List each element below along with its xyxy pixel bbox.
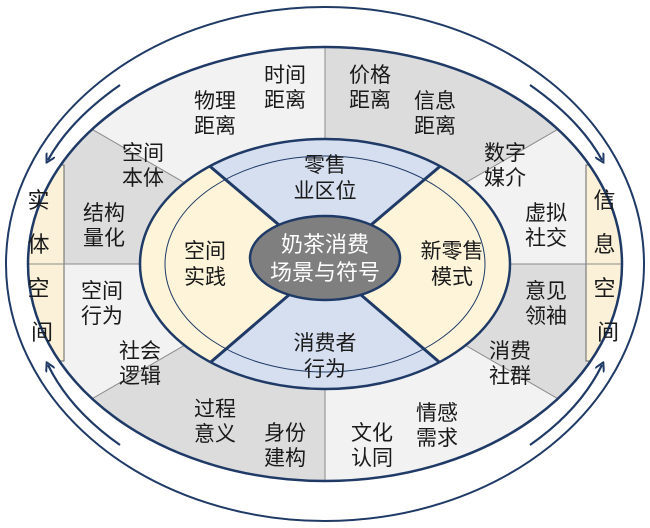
middle-quadrant-bottom bbox=[140, 264, 510, 389]
middle-ellipse-border bbox=[138, 137, 512, 391]
label-time-distance: 时间距离 bbox=[264, 63, 306, 112]
label-digital-media: 数字媒介 bbox=[484, 141, 526, 190]
label-cultural-identity: 文化认同 bbox=[351, 421, 393, 470]
label-social-logic: 社会逻辑 bbox=[119, 339, 161, 388]
middle-quadrant-top bbox=[140, 139, 510, 264]
label-process-meaning: 过程意义 bbox=[194, 397, 236, 446]
orbit-arrow-top-left bbox=[48, 84, 121, 160]
label-spatial-practice: 空间实践 bbox=[184, 239, 226, 289]
label-identity-construction: 身份建构 bbox=[264, 421, 306, 470]
outer-orbit-ring bbox=[5, 6, 645, 522]
orbit-arrow-bottom-left bbox=[48, 365, 121, 446]
label-info-distance: 信息距离 bbox=[414, 89, 456, 138]
label-retail-location: 零售业区位 bbox=[294, 153, 357, 203]
label-consumer-community: 消费社群 bbox=[489, 339, 531, 388]
label-virtual-social: 虚拟社交 bbox=[525, 201, 567, 250]
label-information-space: 信 息 空 间 bbox=[593, 189, 622, 346]
label-consumer-behavior: 消费者行为 bbox=[294, 331, 357, 381]
orbit-arrow-bottom-right bbox=[529, 365, 602, 446]
label-spatial-ontology: 空间本体 bbox=[122, 141, 164, 190]
middle-inner-thin-border bbox=[164, 155, 486, 373]
label-spatial-behavior: 空间行为 bbox=[81, 279, 123, 328]
label-price-distance: 价格距离 bbox=[349, 63, 391, 112]
label-physical-distance: 物理距离 bbox=[194, 89, 236, 138]
label-physical-space: 实 体 空 间 bbox=[27, 189, 56, 346]
label-center-topic: 奶茶消费场景与符号 bbox=[270, 233, 380, 286]
center-ellipse bbox=[248, 214, 402, 302]
label-opinion-leader: 意见领袖 bbox=[525, 279, 567, 328]
label-new-retail-model: 新零售模式 bbox=[421, 239, 484, 289]
label-structural-quantification: 结构量化 bbox=[83, 201, 125, 250]
label-emotional-needs: 情感需求 bbox=[416, 401, 458, 450]
orbit-arrow-top-right bbox=[529, 84, 602, 160]
outer-ellipse-border bbox=[26, 45, 624, 483]
